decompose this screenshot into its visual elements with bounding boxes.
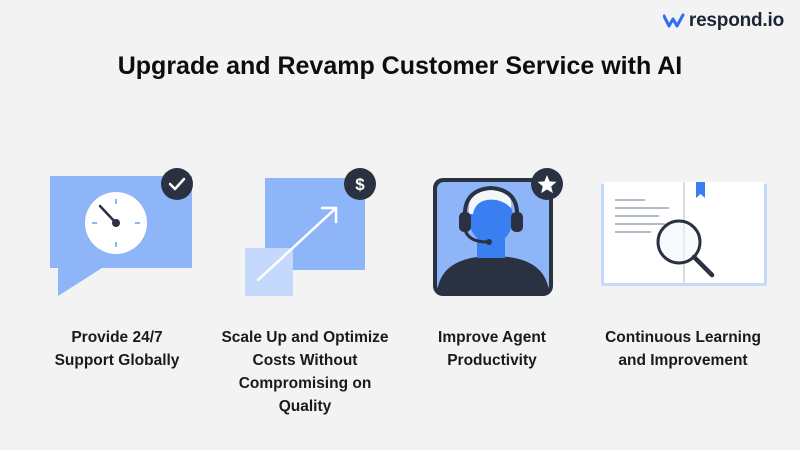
feature-label: Continuous Learning and Improvement [605, 329, 761, 369]
page-title: Upgrade and Revamp Customer Service with… [117, 52, 683, 80]
book-magnifier-icon [601, 182, 767, 286]
star-badge-icon [531, 168, 563, 200]
growth-arrow-icon: $ [245, 168, 376, 296]
feature-continuous-learning: Continuous Learning and Improvement [593, 168, 773, 372]
feature-scale-up: $ Scale Up and Optimize Costs Without Co… [215, 168, 395, 418]
check-badge-icon [161, 168, 193, 200]
feature-agent-productivity: Improve Agent Productivity [402, 168, 582, 372]
feature-label: Improve Agent Productivity [438, 329, 546, 369]
svg-text:$: $ [355, 175, 365, 194]
respond-logo-icon [662, 13, 685, 28]
feature-support-globally: Provide 24/7 Support Globally [27, 168, 207, 372]
feature-label: Provide 24/7 Support Globally [54, 329, 180, 369]
clock-chat-icon [50, 168, 193, 296]
dollar-badge-icon: $ [344, 168, 376, 200]
feature-label: Scale Up and Optimize Costs Without Comp… [221, 329, 389, 415]
brand-logo: respond.io [662, 10, 784, 32]
agent-headset-icon [433, 168, 563, 296]
brand-name: respond.io [688, 10, 784, 31]
